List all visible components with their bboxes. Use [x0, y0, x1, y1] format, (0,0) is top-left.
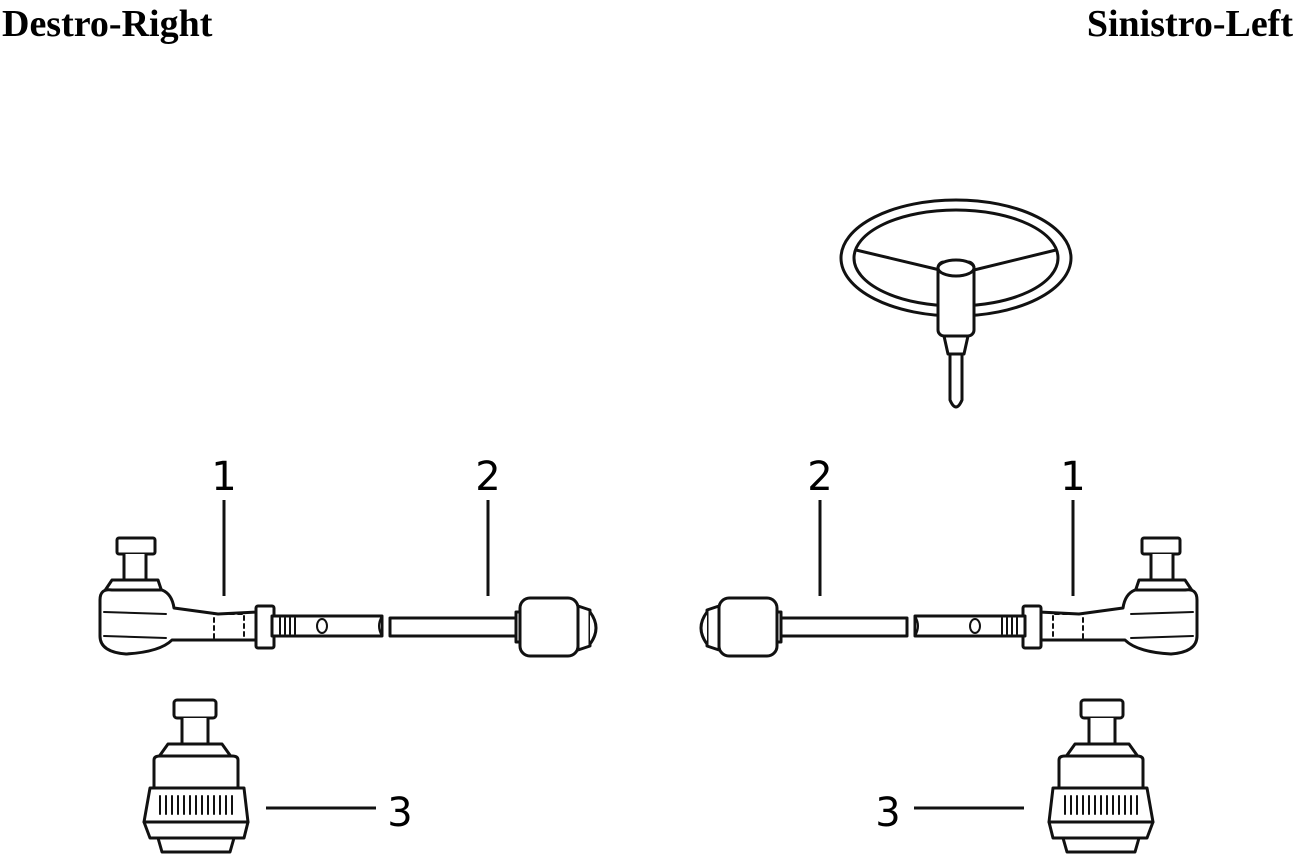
callout-tie-rod: 2 [475, 454, 500, 500]
callout-ball-joint: 3 [875, 790, 900, 836]
tie-rod-icon [699, 596, 909, 658]
callout-tie-rod: 2 [807, 454, 832, 500]
ball-joint-icon [142, 698, 250, 854]
callout-ball-joint: 3 [387, 790, 412, 836]
callout-tie-rod-end: 1 [211, 454, 236, 500]
tie-rod-end-icon [913, 536, 1199, 656]
callout-tie-rod-end: 1 [1060, 454, 1085, 500]
tie-rod-end-icon [98, 536, 384, 656]
ball-joint-icon [1047, 698, 1155, 854]
steering-wheel-icon [839, 198, 1073, 409]
tie-rod-icon [388, 596, 598, 658]
heading-left-hand-drive: Sinistro-Left [1086, 3, 1293, 45]
heading-right-hand-drive: Destro-Right [2, 3, 213, 45]
